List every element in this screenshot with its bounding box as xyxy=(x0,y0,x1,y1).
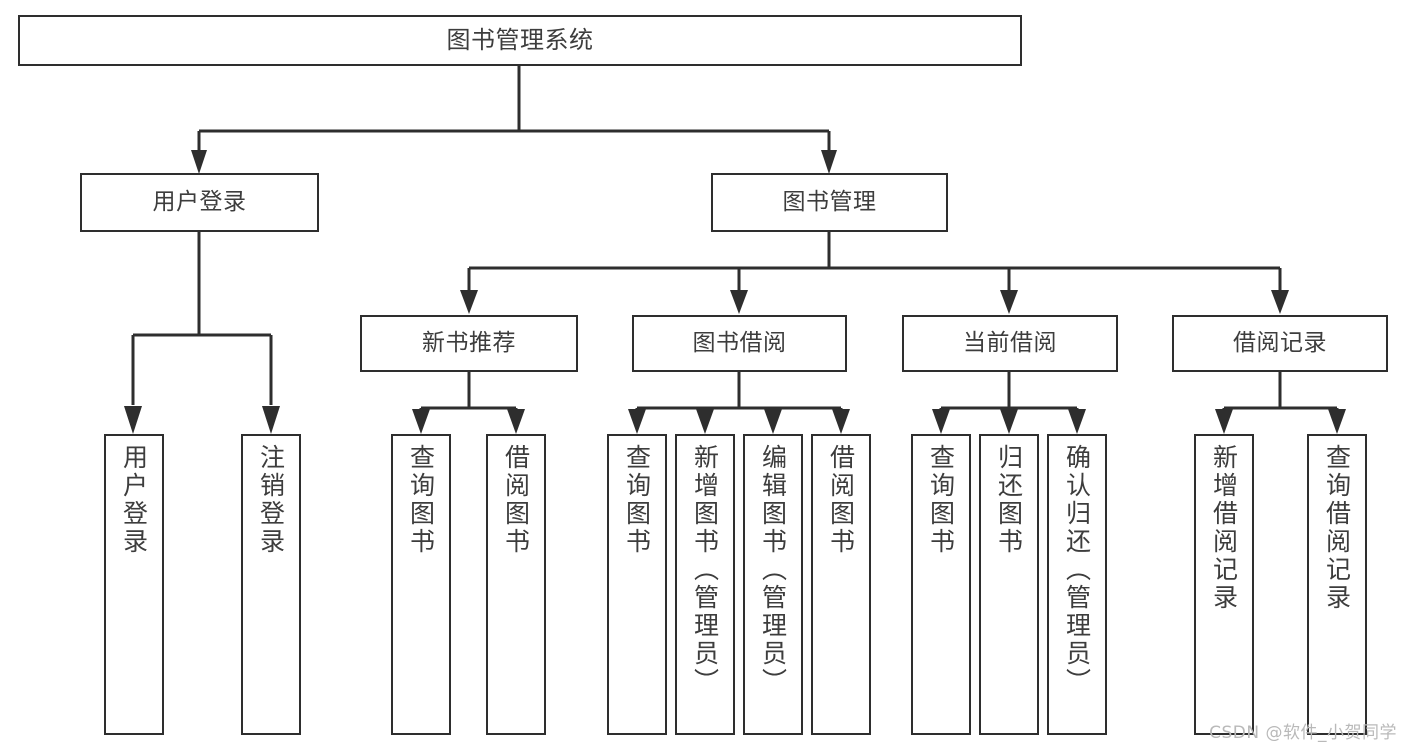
node-leaf-confirm-return-admin[interactable]: 确认归还（管理员） xyxy=(1047,434,1107,735)
node-book-borrow[interactable]: 图书借阅 xyxy=(632,315,847,372)
arrow-leaf-user-login xyxy=(124,406,142,434)
node-leaf-logout[interactable]: 注销登录 xyxy=(241,434,301,735)
node-leaf-query-borrow-record[interactable]: 查询借阅记录 xyxy=(1307,434,1367,735)
arrow-leaf-borrow-book-2 xyxy=(832,409,850,434)
arrow-leaf-borrow-book-1 xyxy=(507,409,525,434)
arrow-new-book-recommend xyxy=(460,290,478,314)
node-borrow-record-label: 借阅记录 xyxy=(1233,329,1327,356)
node-current-borrow[interactable]: 当前借阅 xyxy=(902,315,1118,372)
node-leaf-edit-book-admin[interactable]: 编辑图书（管理员） xyxy=(743,434,803,735)
arrow-user-login xyxy=(191,150,207,174)
node-leaf-edit-book-admin-label: 编辑图书（管理员） xyxy=(758,444,788,696)
node-leaf-borrow-book-borrow[interactable]: 借阅图书 xyxy=(811,434,871,735)
arrow-book-manage xyxy=(821,150,837,174)
node-book-borrow-label: 图书借阅 xyxy=(692,329,787,356)
node-leaf-return-book[interactable]: 归还图书 xyxy=(979,434,1039,735)
node-leaf-add-book-admin[interactable]: 新增图书（管理员） xyxy=(675,434,735,735)
node-book-management[interactable]: 图书管理 xyxy=(711,173,948,232)
node-leaf-borrow-book-borrow-label: 借阅图书 xyxy=(826,444,856,556)
node-leaf-return-book-label: 归还图书 xyxy=(994,444,1024,556)
node-leaf-logout-label: 注销登录 xyxy=(256,444,286,556)
arrow-leaf-query-record xyxy=(1328,409,1346,434)
arrow-borrow-record xyxy=(1271,290,1289,314)
node-book-management-label: 图书管理 xyxy=(782,188,877,215)
node-leaf-query-borrow-record-label: 查询借阅记录 xyxy=(1322,444,1352,612)
arrow-leaf-query-book-1 xyxy=(412,409,430,434)
node-leaf-borrow-book-recommend-label: 借阅图书 xyxy=(501,444,531,556)
node-leaf-query-book-current[interactable]: 查询图书 xyxy=(911,434,971,735)
node-user-login-label: 用户登录 xyxy=(152,188,247,215)
node-leaf-query-book-recommend-label: 查询图书 xyxy=(406,444,436,556)
arrow-leaf-query-book-2 xyxy=(628,409,646,434)
arrow-leaf-add-record xyxy=(1215,409,1233,434)
node-leaf-confirm-return-admin-label: 确认归还（管理员） xyxy=(1062,444,1092,696)
node-user-login[interactable]: 用户登录 xyxy=(80,173,319,232)
arrow-leaf-logout xyxy=(262,406,280,434)
node-leaf-borrow-book-recommend[interactable]: 借阅图书 xyxy=(486,434,546,735)
arrow-book-borrow xyxy=(730,290,748,314)
arrow-leaf-return-book xyxy=(1000,409,1018,434)
arrow-current-borrow xyxy=(1000,290,1018,314)
node-leaf-user-login-label: 用户登录 xyxy=(119,444,149,556)
node-leaf-add-borrow-record[interactable]: 新增借阅记录 xyxy=(1194,434,1254,735)
node-leaf-add-book-admin-label: 新增图书（管理员） xyxy=(690,444,720,696)
node-root-system[interactable]: 图书管理系统 xyxy=(18,15,1022,66)
node-leaf-query-book-current-label: 查询图书 xyxy=(926,444,956,556)
arrow-leaf-edit-book xyxy=(764,409,782,434)
node-borrow-record[interactable]: 借阅记录 xyxy=(1172,315,1388,372)
node-root-system-label: 图书管理系统 xyxy=(446,26,594,55)
node-new-book-recommend[interactable]: 新书推荐 xyxy=(360,315,578,372)
arrow-leaf-add-book xyxy=(696,409,714,434)
csdn-watermark: CSDN @软件_小贺同学 xyxy=(1209,723,1397,743)
node-leaf-query-book-borrow-label: 查询图书 xyxy=(622,444,652,556)
node-leaf-user-login[interactable]: 用户登录 xyxy=(104,434,164,735)
arrow-leaf-query-book-3 xyxy=(932,409,950,434)
node-leaf-query-book-recommend[interactable]: 查询图书 xyxy=(391,434,451,735)
node-current-borrow-label: 当前借阅 xyxy=(963,329,1057,356)
arrow-leaf-confirm-return xyxy=(1068,409,1086,434)
node-leaf-add-borrow-record-label: 新增借阅记录 xyxy=(1209,444,1239,612)
node-new-book-recommend-label: 新书推荐 xyxy=(422,329,516,356)
node-leaf-query-book-borrow[interactable]: 查询图书 xyxy=(607,434,667,735)
